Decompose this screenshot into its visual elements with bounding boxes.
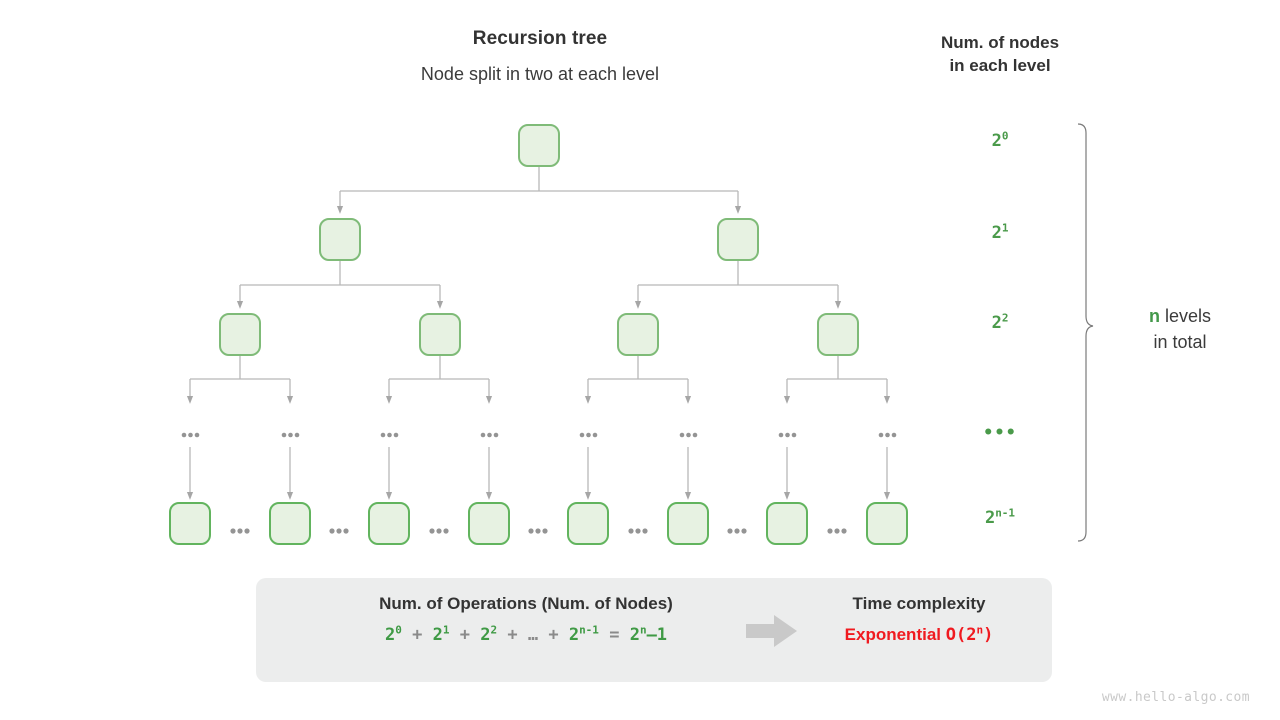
level-count-1-exp: 1 — [1001, 221, 1009, 235]
complexity-bigo: O(2n) — [945, 623, 994, 645]
watermark: www.hello-algo.com — [1101, 690, 1250, 705]
right-column-heading: Num. of nodes in each level — [885, 32, 1115, 78]
formula-term-1: 20 — [384, 623, 402, 645]
level-count-1: 21 — [940, 221, 1060, 243]
total-levels-line2: in total — [1153, 332, 1207, 353]
tree-node-level5 — [169, 502, 908, 545]
level-count-2: 22 — [940, 311, 1060, 333]
level-count-last: 2n-1 — [940, 506, 1060, 528]
levels-brace — [1077, 123, 1094, 542]
right-arrow-icon — [746, 615, 797, 647]
tree-ellipsis-level4 — [181, 432, 897, 438]
formula-term-4: 2n-1 — [568, 623, 599, 645]
formula-op-3: + — [507, 625, 518, 645]
summary-operations-block: Num. of Operations (Num. of Nodes) 20 + … — [276, 594, 776, 645]
level-count-1-base: 2 — [991, 223, 1002, 243]
right-heading-line2: in each level — [949, 55, 1051, 75]
level-count-2-base: 2 — [991, 313, 1002, 333]
total-levels-symbol: n — [1148, 306, 1160, 326]
tree-node-level2 — [319, 218, 759, 261]
formula-op-1: + — [412, 625, 423, 645]
total-levels-word: levels — [1159, 306, 1212, 326]
summary-formula: 20 + 21 + 22 + … + 2n-1 = 2n–1 — [276, 623, 776, 645]
summary-complexity-heading: Time complexity — [852, 594, 986, 613]
formula-term-2: 21 — [432, 623, 450, 645]
level-count-last-base: 2 — [984, 508, 996, 528]
right-heading-line1: Num. of nodes — [940, 33, 1060, 52]
formula-op-2: + — [459, 625, 470, 645]
level-count-0: 20 — [940, 129, 1060, 151]
total-levels-line1: n levels — [1105, 303, 1255, 329]
summary-card: Num. of Operations (Num. of Nodes) 20 + … — [256, 578, 1052, 682]
page-subtitle: Node split in two at each level — [420, 64, 660, 84]
level-count-0-exp: 0 — [1001, 129, 1009, 143]
formula-result: 2n–1 — [629, 623, 668, 645]
formula-equals: = — [609, 625, 620, 645]
tree-node-level1 — [518, 124, 560, 167]
summary-operations-heading: Num. of Operations (Num. of Nodes) — [379, 594, 673, 613]
level-count-ellipsis: ••• — [983, 423, 1017, 443]
complexity-word: Exponential — [844, 625, 942, 644]
summary-complexity-block: Time complexity Exponential O(2n) — [804, 594, 1034, 645]
tree-ellipsis-level5 — [230, 528, 847, 534]
tree-edges — [186, 166, 891, 500]
formula-term-3: 22 — [480, 623, 498, 645]
formula-ellipsis: … — [527, 625, 539, 645]
level-count-last-exp: n-1 — [995, 506, 1016, 520]
total-levels-label: n levels in total — [1105, 303, 1255, 355]
page-title: Recursion tree — [472, 28, 608, 49]
summary-complexity-value: Exponential O(2n) — [804, 623, 1034, 645]
level-count-2-exp: 2 — [1001, 311, 1009, 325]
tree-node-level3 — [219, 313, 859, 356]
level-count-0-base: 2 — [991, 131, 1002, 151]
formula-op-4: + — [548, 625, 559, 645]
